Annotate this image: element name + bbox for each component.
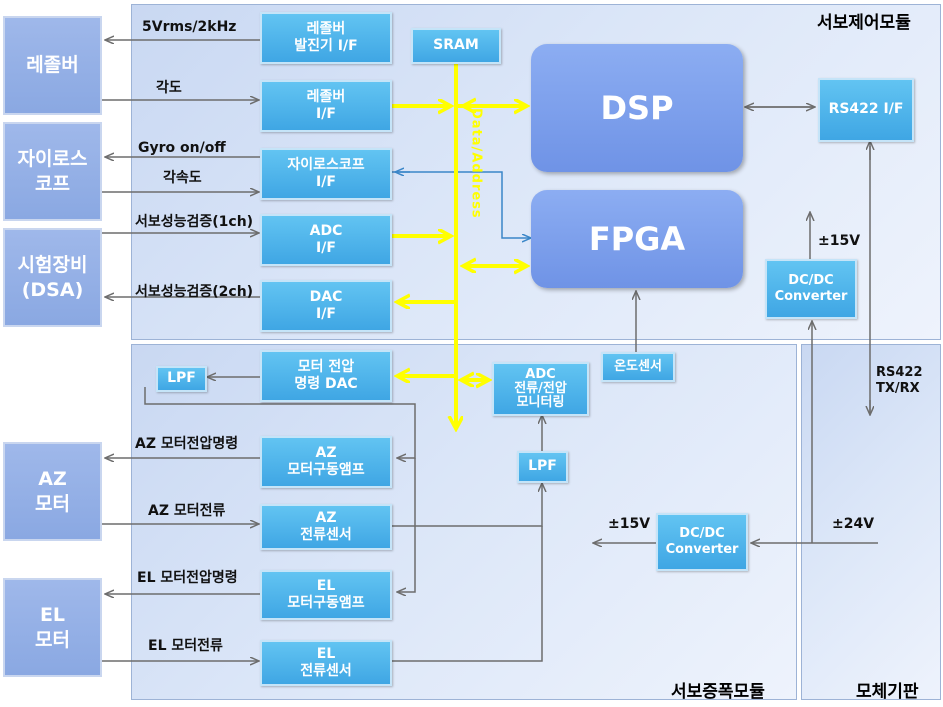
verify-1ch-label: 서보성능검증(1ch) — [135, 214, 254, 230]
el-motor-amp-block: EL 모터구동앰프 — [260, 570, 392, 620]
az-current-sensor-block: AZ 전류센서 — [260, 504, 392, 550]
dcdc-converter-top-block: DC/DC Converter — [765, 259, 857, 319]
pm15-bottom-label: ±15V — [608, 516, 651, 532]
resolver-if-block: 레졸버 I/F — [260, 80, 392, 132]
resolver-unit: 레졸버 — [3, 16, 102, 115]
resolver-oscillator-if-block: 레졸버 발진기 I/F — [260, 12, 392, 64]
test-equipment-unit: 시험장비 (DSA) — [3, 228, 102, 327]
dsp-block: DSP — [531, 44, 743, 172]
angular-rate-label: 각속도 — [163, 170, 202, 186]
lpf-az-amp-line — [144, 387, 416, 458]
az-current-label: AZ 모터전류 — [148, 503, 226, 519]
temp-sensor-block: 온도센서 — [601, 352, 675, 382]
lpf-left-block: LPF — [156, 366, 207, 392]
motherboard-title: 모체기판 — [856, 682, 919, 702]
angle-label: 각도 — [156, 80, 182, 96]
dcdc-converter-bottom-block: DC/DC Converter — [656, 513, 748, 571]
rs422-if-block: RS422 I/F — [818, 78, 914, 142]
lpf-right-block: LPF — [517, 451, 568, 483]
bus-label: Data/Address — [468, 108, 484, 219]
el-volt-cmd-label: EL 모터전압명령 — [137, 570, 238, 586]
verify-2ch-label: 서보성능검증(2ch) — [135, 284, 254, 300]
pp24-label: ±24V — [832, 516, 875, 532]
rs422-txrx-label: RS422 TX/RX — [876, 365, 923, 396]
pm15-top-label: ±15V — [818, 233, 861, 249]
dac-if-block: DAC I/F — [260, 280, 392, 332]
adc-monitor-block: ADC 전류/전압 모니터링 — [492, 362, 589, 416]
adc-if-block: ADC I/F — [260, 214, 392, 266]
servo-control-module-title: 서보제어모듈 — [817, 13, 911, 33]
gyro-fpga-line — [392, 171, 530, 238]
data-address-bus — [392, 42, 526, 428]
resolver-excite-label: 5Vrms/2kHz — [142, 19, 237, 35]
servo-amp-module-title: 서보증폭모듈 — [671, 682, 765, 702]
el-motor-unit: EL 모터 — [3, 578, 102, 677]
az-volt-cmd-label: AZ 모터전압명령 — [135, 436, 239, 452]
az-motor-unit: AZ 모터 — [3, 442, 102, 541]
sram-block: SRAM — [411, 28, 501, 64]
gyro-onoff-label: Gyro on/off — [138, 140, 226, 156]
fpga-block: FPGA — [531, 190, 743, 288]
az-motor-amp-block: AZ 모터구동앰프 — [260, 436, 392, 488]
el-current-sensor-block: EL 전류센서 — [260, 640, 392, 686]
motor-voltage-dac-block: 모터 전압 명령 DAC — [260, 350, 392, 402]
gyroscope-if-block: 자이로스코프 I/F — [260, 148, 392, 200]
el-current-label: EL 모터전류 — [148, 638, 223, 654]
gyroscope-unit: 자이로스 코프 — [3, 122, 102, 221]
motherboard-panel — [801, 344, 941, 700]
lpf-el-amp-line — [398, 458, 416, 592]
